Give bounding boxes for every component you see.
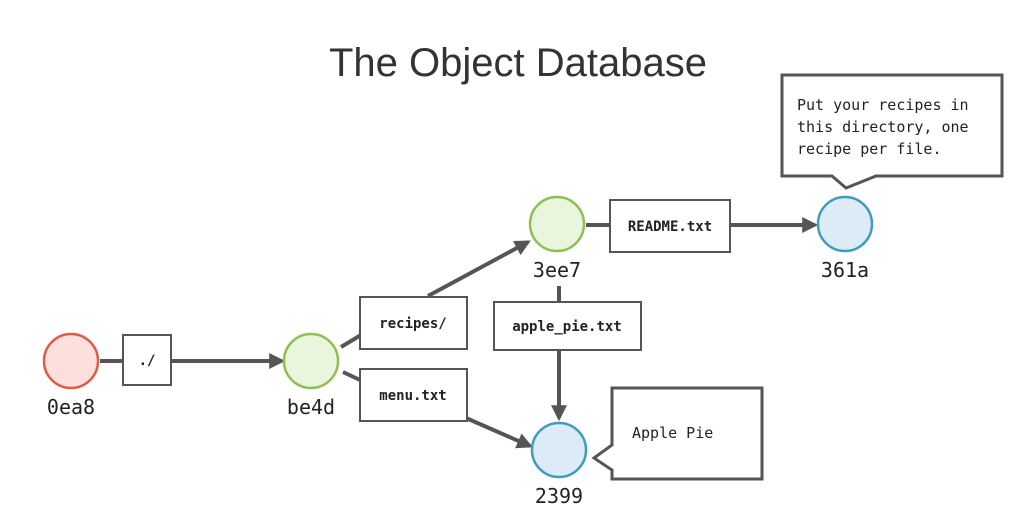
bubble-line: recipe per file. [797, 140, 942, 158]
node-circle [530, 421, 588, 479]
readme-content-bubble: Put your recipes in this directory, one … [780, 73, 1004, 190]
edge-label-recipes-to-readme: README.txt [609, 199, 731, 253]
edge-label-recipes-to-pie: apple_pie.txt [493, 301, 642, 351]
node-circle [816, 195, 874, 253]
node-hash: 2399 [535, 484, 583, 508]
edge-label-tree-to-pie: menu.txt [359, 368, 468, 422]
pie-content-bubble: Apple Pie [591, 386, 764, 481]
node-recipes: 3ee7 [528, 195, 586, 282]
edge-label-root-to-tree: ./ [122, 334, 172, 386]
node-hash: be4d [287, 395, 335, 419]
node-pie: 2399 [530, 421, 588, 508]
node-circle [42, 332, 100, 390]
edge-label-text: apple_pie.txt [512, 319, 622, 335]
node-circle [282, 332, 340, 390]
edge-label-text: README.txt [628, 219, 712, 235]
edge-label-text: ./ [139, 353, 156, 369]
page-title: The Object Database [329, 41, 707, 85]
edge-tree-to-pie [342, 370, 530, 446]
edge-label-tree-to-recipes: recipes/ [359, 296, 468, 350]
node-root: 0ea8 [42, 332, 100, 419]
node-circle [528, 195, 586, 253]
node-hash: 3ee7 [533, 258, 581, 282]
bubble-line: Put your recipes in [797, 96, 969, 114]
edge-tree-to-recipes [339, 242, 528, 349]
bubble-line: Apple Pie [632, 424, 713, 442]
node-tree: be4d [282, 332, 340, 419]
edge-label-text: recipes/ [379, 316, 446, 332]
node-readme: 361a [816, 195, 874, 282]
bubble-line: this directory, one [797, 118, 969, 136]
edge-label-text: menu.txt [379, 388, 446, 404]
node-hash: 0ea8 [47, 395, 95, 419]
node-hash: 361a [821, 258, 869, 282]
